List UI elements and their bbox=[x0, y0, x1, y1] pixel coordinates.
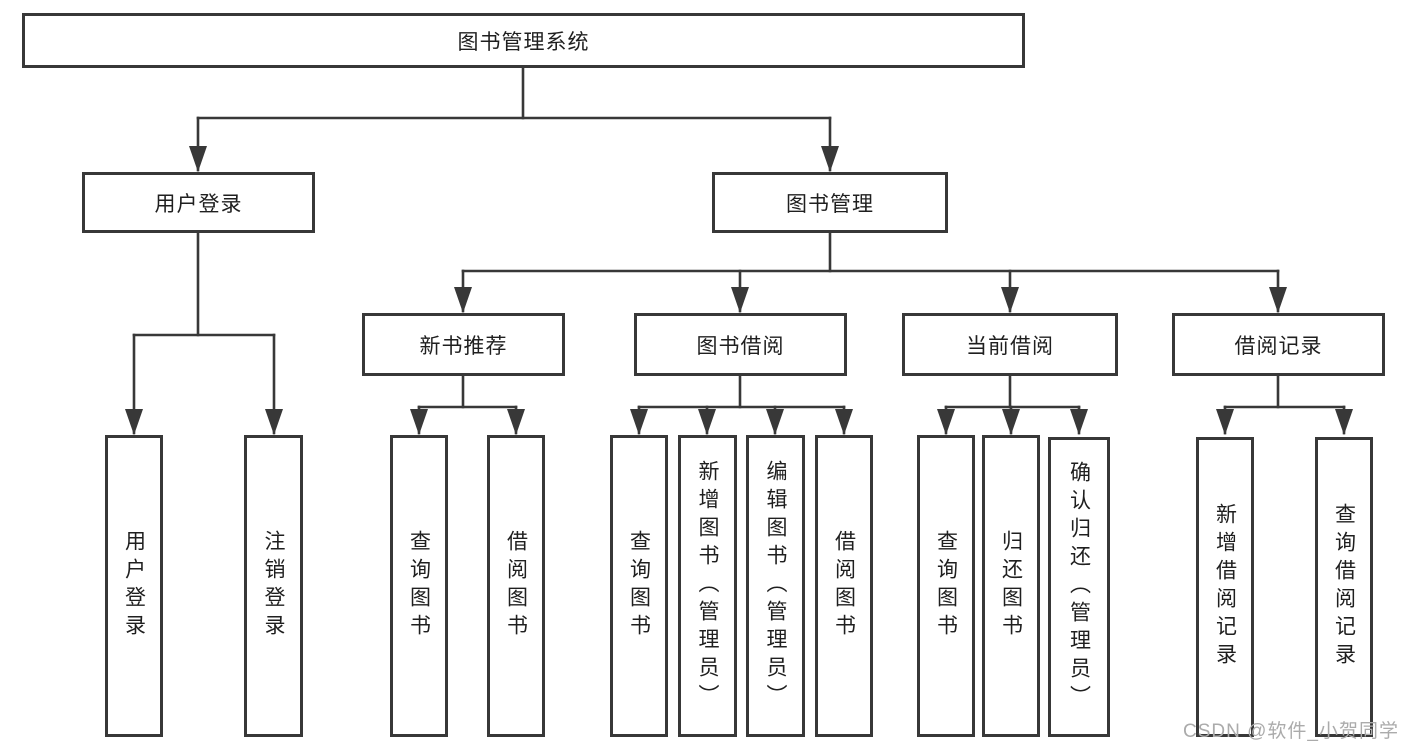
leaf-cb-return-books: 归还图书 bbox=[982, 435, 1040, 737]
node-book-management: 图书管理 bbox=[712, 172, 948, 233]
leaf-nbr-borrow-books: 借阅图书 bbox=[487, 435, 545, 737]
leaf-cb-confirm-return-admin: 确认归还（管理员） bbox=[1048, 437, 1110, 737]
node-current-borrow: 当前借阅 bbox=[902, 313, 1118, 376]
leaf-bb-borrow-books: 借阅图书 bbox=[815, 435, 873, 737]
leaf-bb-query-books: 查询图书 bbox=[610, 435, 668, 737]
leaf-cb-query-books: 查询图书 bbox=[917, 435, 975, 737]
leaf-bb-edit-books-admin: 编辑图书（管理员） bbox=[746, 435, 805, 737]
leaf-bb-add-books-admin: 新增图书（管理员） bbox=[678, 435, 737, 737]
node-borrow-records: 借阅记录 bbox=[1172, 313, 1385, 376]
node-root-system: 图书管理系统 bbox=[22, 13, 1025, 68]
node-new-book-recommend: 新书推荐 bbox=[362, 313, 565, 376]
leaf-nbr-query-books: 查询图书 bbox=[390, 435, 448, 737]
node-book-borrow: 图书借阅 bbox=[634, 313, 847, 376]
node-user-login: 用户登录 bbox=[82, 172, 315, 233]
leaf-br-query-record: 查询借阅记录 bbox=[1315, 437, 1373, 737]
leaf-logout: 注销登录 bbox=[244, 435, 303, 737]
leaf-br-add-record: 新增借阅记录 bbox=[1196, 437, 1254, 737]
leaf-user-login: 用户登录 bbox=[105, 435, 163, 737]
csdn-watermark: CSDN @软件_小贺同学 bbox=[1183, 721, 1399, 742]
